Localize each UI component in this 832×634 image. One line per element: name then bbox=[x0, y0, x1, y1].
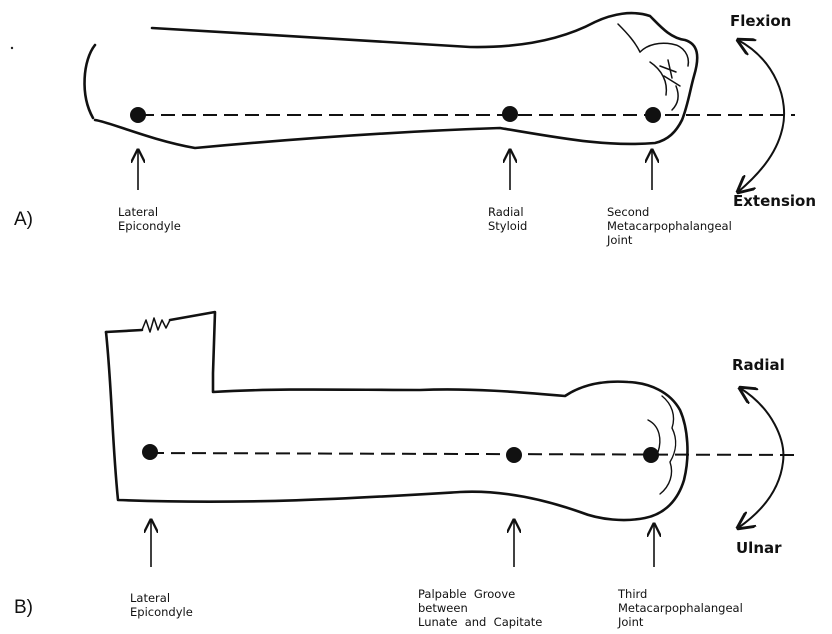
radial-ulnar-arc bbox=[738, 388, 783, 528]
panel-a: Flexion Extension A) Lateral Epicondyle … bbox=[11, 12, 816, 247]
label-second-mcp-line1: Second bbox=[607, 205, 649, 219]
landmark-dot-radial-styloid bbox=[502, 106, 518, 122]
label-lateral-epicondyle-a-line1: Lateral bbox=[118, 205, 158, 219]
forearm-outline-dorsal bbox=[106, 312, 687, 520]
label-lateral-epicondyle-b-line1: Lateral bbox=[130, 591, 170, 605]
label-second-mcp-line2: Metacarpophalangeal bbox=[607, 219, 732, 233]
label-palpable-groove-line2: between bbox=[418, 601, 468, 615]
motion-label-radial: Radial bbox=[732, 356, 785, 374]
label-radial-styloid-line1: Radial bbox=[488, 205, 524, 219]
speck bbox=[11, 47, 13, 49]
label-third-mcp-line1: Third bbox=[617, 587, 647, 601]
landmark-dot-second-mcp-joint bbox=[645, 107, 661, 123]
forearm-outline-lateral bbox=[85, 13, 698, 148]
label-lateral-epicondyle-a-line2: Epicondyle bbox=[118, 219, 181, 233]
cut-mark bbox=[142, 318, 170, 332]
motion-label-ulnar: Ulnar bbox=[736, 539, 782, 557]
panel-tag-b: B) bbox=[14, 597, 33, 618]
label-third-mcp-line2: Metacarpophalangeal bbox=[618, 601, 743, 615]
label-lateral-epicondyle-b-line2: Epicondyle bbox=[130, 605, 193, 619]
dashed-axis-b bbox=[150, 453, 795, 455]
label-palpable-groove-line3: Lunate and Capitate bbox=[418, 615, 542, 629]
landmark-dot-lateral-epicondyle bbox=[130, 107, 146, 123]
label-radial-styloid-line2: Styloid bbox=[488, 219, 527, 233]
knuckle-detail bbox=[648, 396, 676, 494]
landmark-dot-lateral-epicondyle bbox=[142, 444, 158, 460]
motion-label-extension: Extension bbox=[733, 192, 816, 210]
landmark-dot-third-mcp-joint bbox=[643, 447, 659, 463]
panel-tag-a: A) bbox=[14, 209, 33, 230]
motion-label-flexion: Flexion bbox=[730, 12, 791, 30]
label-third-mcp-line3: Joint bbox=[617, 615, 644, 629]
landmark-dot-lunate-capitate-groove bbox=[506, 447, 522, 463]
panel-b: Radial Ulnar B) Lateral Epicondyle Palpa… bbox=[14, 312, 795, 629]
label-second-mcp-line3: Joint bbox=[606, 233, 633, 247]
label-palpable-groove-line1: Palpable Groove bbox=[418, 587, 515, 601]
